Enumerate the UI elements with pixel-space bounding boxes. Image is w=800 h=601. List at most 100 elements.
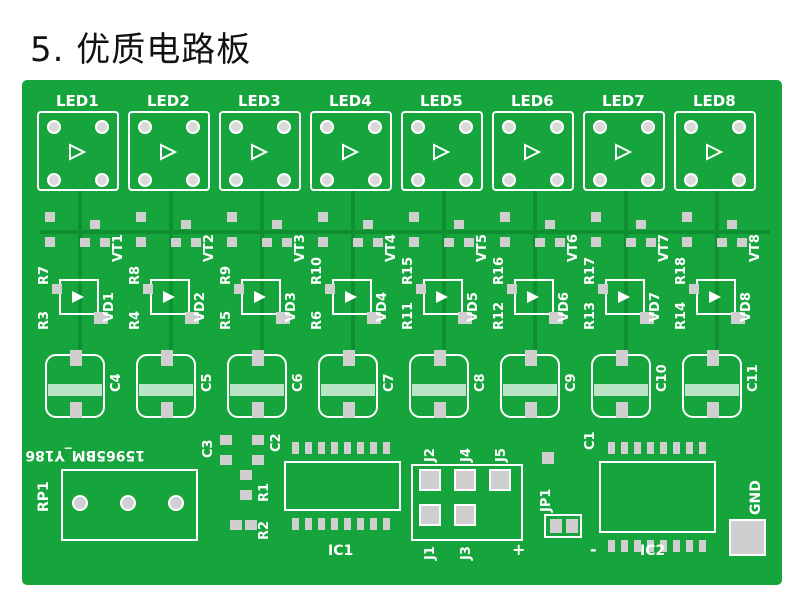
resistor-mid-label: R4	[128, 311, 143, 330]
led-pad	[459, 120, 473, 134]
diode-label: VD6	[557, 292, 572, 322]
diode-symbol-icon	[527, 291, 539, 303]
ic-pin	[634, 442, 641, 454]
transistor-pad	[262, 238, 272, 247]
resistor-pad	[136, 212, 146, 222]
resistor-pad	[591, 237, 601, 247]
diode-pad	[549, 312, 563, 324]
led-pad	[411, 120, 425, 134]
j4-pad	[454, 469, 476, 491]
diode-label: VD2	[193, 292, 208, 322]
ic-pin	[370, 518, 377, 530]
diode-pad	[458, 312, 472, 324]
resistor-top-label: R15	[401, 257, 416, 285]
ic-pin	[647, 540, 654, 552]
ic-pin	[608, 442, 615, 454]
capacitor-pad	[616, 402, 628, 418]
capacitor-pad	[707, 402, 719, 418]
resistor-pad	[409, 237, 419, 247]
transistor-pad	[272, 220, 282, 229]
capacitor-hatch	[321, 384, 375, 396]
ic-pin	[699, 540, 706, 552]
resistor-pad	[227, 212, 237, 222]
ic-pin	[686, 540, 693, 552]
resistor-pad	[682, 212, 692, 222]
ic-pin	[305, 518, 312, 530]
led-pad	[186, 173, 200, 187]
c3-pad-b	[220, 455, 232, 465]
led-pad	[641, 120, 655, 134]
diode-pad	[689, 284, 699, 294]
ic-pin	[357, 442, 364, 454]
diode-pad	[185, 312, 199, 324]
gnd-pad	[729, 519, 766, 556]
led-label: LED4	[329, 92, 372, 110]
led-pad	[95, 120, 109, 134]
led-label: LED7	[602, 92, 645, 110]
capacitor-pad	[434, 402, 446, 418]
capacitor-pad	[70, 402, 82, 418]
ic-pin	[647, 442, 654, 454]
transistor-label: VT1	[111, 234, 126, 262]
transistor-pad	[90, 220, 100, 229]
r1-pad-a	[240, 470, 252, 480]
capacitor-hatch	[685, 384, 739, 396]
c3-pad-a	[220, 435, 232, 445]
r1-pad-b	[240, 490, 252, 500]
ic-pin	[383, 518, 390, 530]
led-pad	[138, 120, 152, 134]
resistor-pad	[136, 237, 146, 247]
led-pad	[320, 173, 334, 187]
gnd-label: GND	[748, 480, 764, 515]
plus-label: +	[512, 540, 525, 559]
j3-pad	[454, 504, 476, 526]
rp1-pad-3	[168, 495, 184, 511]
minus-label: -	[590, 540, 597, 559]
ic-pin	[673, 540, 680, 552]
diode-pad	[416, 284, 426, 294]
transistor-pad	[353, 238, 363, 247]
resistor-pad	[45, 237, 55, 247]
ic-pin	[660, 540, 667, 552]
transistor-label: VT5	[475, 234, 490, 262]
diode-pad	[94, 312, 108, 324]
r1-label: R1	[257, 483, 272, 502]
led-label: LED1	[56, 92, 99, 110]
ic1-outline	[284, 461, 401, 511]
led-outline	[492, 111, 574, 191]
capacitor-pad	[161, 350, 173, 366]
transistor-pad	[545, 220, 555, 229]
rp1-label: RP1	[36, 481, 52, 512]
diode-outline	[605, 279, 645, 315]
j-block-outline	[411, 464, 523, 541]
transistor-pad	[636, 220, 646, 229]
led-outline	[674, 111, 756, 191]
diode-pad	[325, 284, 335, 294]
j2-pad	[419, 469, 441, 491]
ic-pin	[383, 442, 390, 454]
led-pad	[229, 173, 243, 187]
ic-pin	[634, 540, 641, 552]
transistor-pad	[626, 238, 636, 247]
resistor-pad	[45, 212, 55, 222]
ic-pin	[357, 518, 364, 530]
resistor-pad	[227, 237, 237, 247]
capacitor-pad	[70, 350, 82, 366]
resistor-top-label: R9	[219, 266, 234, 285]
resistor-pad	[409, 212, 419, 222]
led-pad	[411, 173, 425, 187]
jp1-outline	[544, 514, 582, 538]
diode-pad	[234, 284, 244, 294]
resistor-top-label: R10	[310, 257, 325, 285]
ic-pin	[344, 442, 351, 454]
rp1-pad-1	[72, 495, 88, 511]
led-pad	[277, 173, 291, 187]
resistor-mid-label: R12	[492, 302, 507, 330]
resistor-mid-label: R3	[37, 311, 52, 330]
led-pad	[459, 173, 473, 187]
capacitor-label: C8	[473, 373, 488, 392]
rp1-outline	[61, 469, 198, 541]
diode-symbol-icon	[72, 291, 84, 303]
led-outline	[37, 111, 119, 191]
